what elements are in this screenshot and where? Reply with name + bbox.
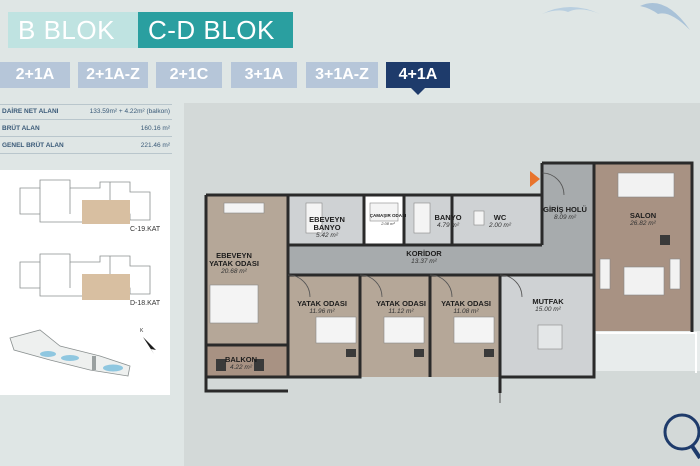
net-area-label: DAİRE NET ALANI [2,108,59,115]
room-area: 20.68 m² [221,268,247,275]
tab-3-1a-z[interactable]: 3+1A-Z [306,62,378,88]
room-area: 26.82 m² [630,220,656,227]
cd-blok-button[interactable]: C-D BLOK [138,12,293,48]
entry-arrow-icon [530,171,540,187]
room-name: KORİDOR [406,249,442,258]
d18-label: D-18.KAT [130,300,161,307]
room-name: EBEVEYN [309,215,345,224]
info-divider [0,136,172,137]
room-area: 2.00 m² [488,222,512,229]
info-divider [0,104,172,105]
room-area: 11.12 m² [388,308,414,315]
room-name: MUTFAK [532,297,564,306]
room-name: BANYO [434,213,462,222]
room-ebeveyn-banyo: EBEVEYN BANYO 5.42 m² [304,216,350,240]
room-name: SALON [629,211,657,220]
room-name: BANYO [313,223,341,232]
room-area: 11.08 m² [453,308,479,315]
room-banyo: BANYO 4.79 m² [430,214,466,230]
room-ebeveyn-yatak-odasi: EBEVEYN YATAK ODASI 20.68 m² [204,252,264,276]
room-salon: SALON 26.82 m² [618,212,668,228]
room-name: WC [493,213,507,222]
room-camasir-odasi: ÇAMAŞIR ODASI 2.08 m² [364,212,412,228]
room-area: 4.22 m² [229,364,253,371]
room-name: EBEVEYN [216,251,252,260]
room-name: YATAK ODASI [209,259,259,268]
tab-4-1a[interactable]: 4+1A [386,62,450,95]
key-plan-drawings [9,179,151,377]
room-name: ÇAMAŞIR ODASI [369,213,407,218]
room-name: YATAK ODASI [441,299,491,308]
key-plan-panel: C-19.KAT D-18.KAT K [0,170,170,395]
room-yatak-odasi-2: YATAK ODASI 11.12 m² [370,300,432,316]
north-label: K [140,328,144,334]
room-area: 5.42 m² [315,232,339,239]
room-yatak-odasi-1: YATAK ODASI 11.96 m² [292,300,352,316]
tab-2-1c[interactable]: 2+1C [156,62,222,88]
room-name: GİRİŞ HOLÜ [543,205,587,214]
north-arrow-icon [143,337,156,354]
room-area: 8.09 m² [553,214,577,221]
room-area: 4.79 m² [436,222,460,229]
tab-2-1a-z[interactable]: 2+1A-Z [78,62,148,88]
room-area: 13.37 m² [411,258,437,265]
genel-area-value: 221.46 m² [140,142,170,149]
room-name: YATAK ODASI [297,299,347,308]
info-divider [0,119,172,120]
room-area: 11.96 m² [309,308,335,315]
room-area: 15.00 m² [535,306,561,313]
floor-plan-drawing [204,161,700,403]
room-name: BALKON [224,355,258,364]
room-name: YATAK ODASI [376,299,426,308]
room-wc: WC 2.00 m² [482,214,518,230]
brut-area-value: 160.16 m² [140,125,170,132]
room-area: 2.08 m² [381,221,395,226]
net-area-value: 133.59m² + 4.22m² (balkon) [89,108,170,115]
room-mutfak: MUTFAK 15.00 m² [524,298,572,314]
room-balkon: BALKON 4.22 m² [216,356,266,372]
magnifier-icon[interactable] [658,408,700,466]
b-blok-button[interactable]: B BLOK [8,12,140,48]
room-giris-holu: GİRİŞ HOLÜ 8.09 m² [540,206,590,222]
genel-area-label: GENEL BRÜT ALAN [2,142,64,149]
tab-3-1a[interactable]: 3+1A [231,62,297,88]
room-yatak-odasi-3: YATAK ODASI 11.08 m² [436,300,496,316]
tab-2-1a[interactable]: 2+1A [0,62,70,88]
c19-label: C-19.KAT [130,226,161,233]
room-koridor: KORİDOR 13.37 m² [396,250,452,266]
brut-area-label: BRÜT ALAN [2,125,40,132]
bird-logo-icon [542,3,690,30]
info-divider [0,153,172,154]
